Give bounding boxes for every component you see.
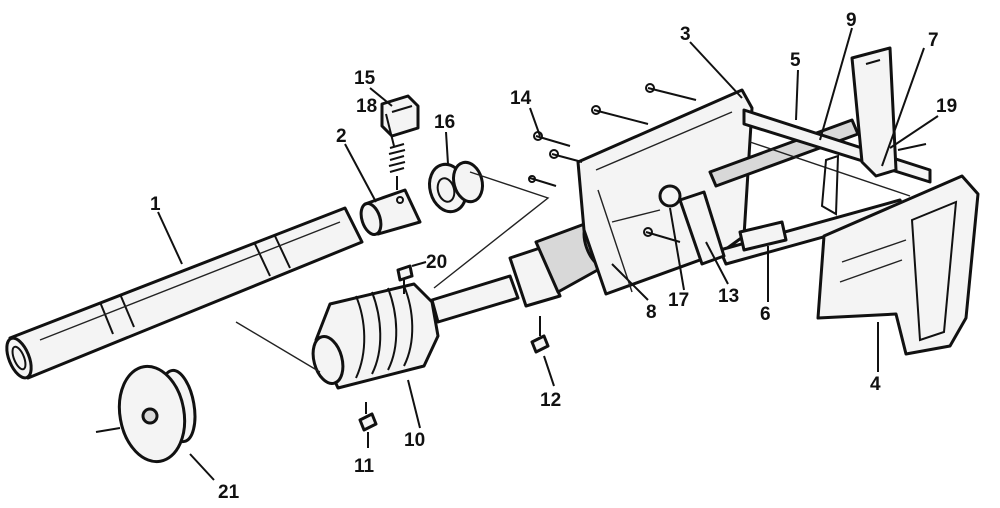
callout-1: 1 (150, 194, 161, 215)
part-1-tube (5, 206, 364, 380)
frame-screws (533, 83, 697, 243)
callout-labels: 1 2 3 4 5 6 7 8 9 10 11 12 13 14 15 16 1… (150, 10, 957, 503)
part-19-clip (820, 143, 927, 216)
callout-19: 19 (936, 96, 957, 117)
callout-8: 8 (646, 302, 657, 323)
part-2-collar (359, 188, 422, 236)
callout-2: 2 (336, 126, 347, 147)
part-21-pulley (95, 364, 197, 464)
callout-21: 21 (218, 482, 240, 503)
part-20-screw (396, 264, 414, 294)
callout-12: 12 (540, 390, 561, 411)
part-4-side-plate (816, 174, 980, 356)
callout-14: 14 (510, 88, 532, 109)
callout-20: 20 (426, 252, 447, 273)
callout-15: 15 (354, 68, 376, 89)
small-pin (528, 175, 557, 187)
callout-13: 13 (718, 286, 739, 307)
part-16-flange (428, 160, 484, 214)
part-7-lever (850, 46, 898, 178)
callout-9: 9 (846, 10, 857, 31)
callout-6: 6 (760, 304, 771, 325)
callout-18: 18 (356, 96, 377, 117)
callout-7: 7 (928, 30, 939, 51)
assembly-guide-lines (235, 171, 661, 373)
callout-leaders (157, 27, 939, 481)
callout-10: 10 (404, 430, 425, 451)
callout-11: 11 (354, 456, 375, 477)
callout-5: 5 (790, 50, 801, 71)
callout-4: 4 (870, 374, 881, 395)
callout-17: 17 (668, 290, 689, 311)
part-18-spring (388, 143, 406, 190)
part-11-screw (358, 402, 378, 432)
callout-16: 16 (434, 112, 455, 133)
part-12-screw (530, 316, 550, 354)
callout-3: 3 (680, 24, 691, 45)
